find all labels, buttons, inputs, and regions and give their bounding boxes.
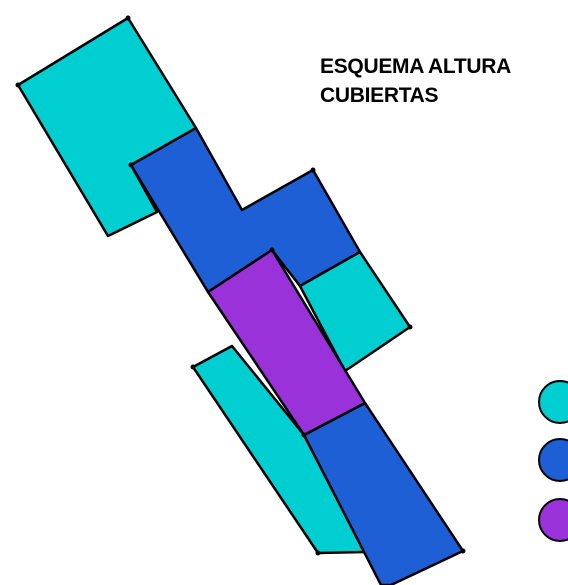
diagram-title: ESQUEMA ALTURA CUBIERTAS xyxy=(320,52,511,110)
corner-marks xyxy=(15,15,466,556)
title-line-1: ESQUEMA ALTURA xyxy=(320,55,512,78)
legend-swatch-purple xyxy=(538,498,568,542)
center-purple-block xyxy=(206,248,367,437)
legend-swatch-blue xyxy=(538,438,568,482)
title-line-2: CUBIERTAS xyxy=(320,84,439,107)
legend-swatch-cyan xyxy=(538,380,568,424)
